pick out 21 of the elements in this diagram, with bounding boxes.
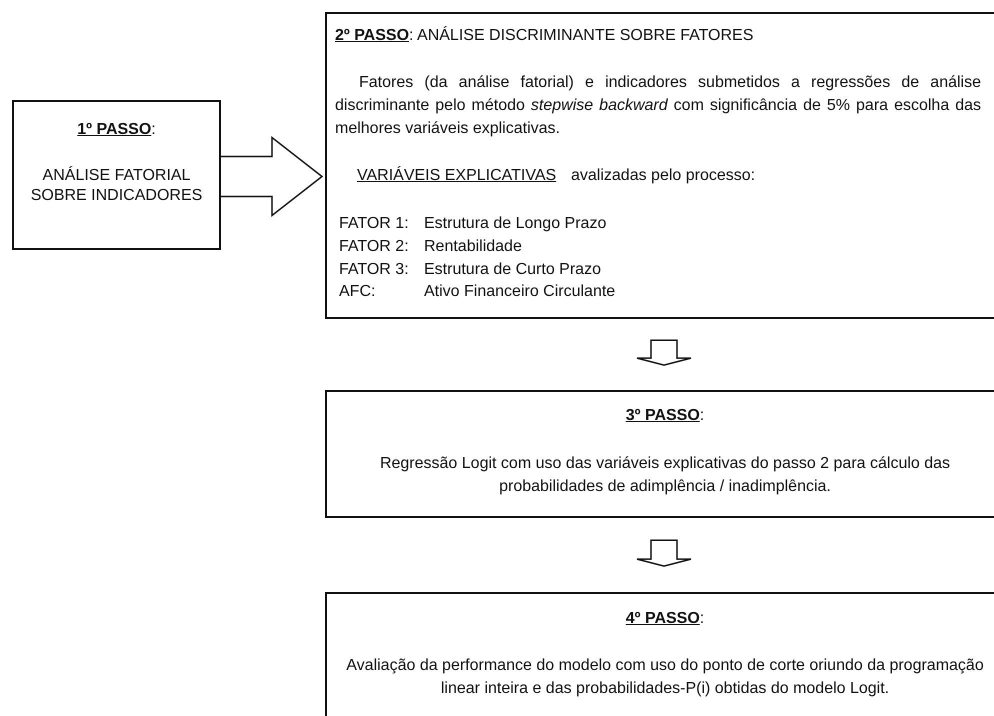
step-text: avalizadas pelo processo:: [571, 166, 756, 186]
step-text: Rentabilidade: [424, 237, 523, 257]
block-arrow: [636, 539, 692, 567]
step-text: Avaliação da performance do modelo com uso do ponto de corte oriundo da programação linear inteira e das probabilidades-P(i) obtidas do modelo Logit.: [345, 656, 985, 699]
process-box: [325, 12, 994, 319]
block-arrow: [636, 340, 692, 366]
step-heading: 1º PASSO:: [76, 120, 157, 140]
step-text: Fatores (da análise fatorial) e indicadores submetidos a regressões de análise discriminante pelo método stepwise backward com significância de 5% para escolha das melhores variáveis explicativas.: [335, 73, 981, 139]
step-heading: 4º PASSO:: [624, 609, 706, 629]
step-text: Regressão Logit com uso das variáveis explicativas do passo 2 para cálculo das probabilidades de adimplência / inadimplência.: [378, 454, 952, 497]
process-box: [12, 100, 221, 250]
step-heading: 2º PASSO: ANÁLISE DISCRIMINANTE SOBRE FATORES: [335, 25, 754, 46]
process-box: [325, 390, 994, 518]
block-arrow: [220, 136, 324, 218]
step-text: Ativo Financeiro Circulante: [424, 282, 616, 302]
step-heading: 3º PASSO:: [624, 406, 706, 426]
process-box: [325, 592, 994, 716]
step-text: Estrutura de Curto Prazo: [424, 260, 602, 280]
step-text: VARIÁVEIS EXPLICATIVAS: [357, 165, 556, 186]
step-text: Estrutura de Longo Prazo: [424, 214, 608, 234]
step-text: ANÁLISE FATORIAL SOBRE INDICADORES: [30, 166, 204, 206]
